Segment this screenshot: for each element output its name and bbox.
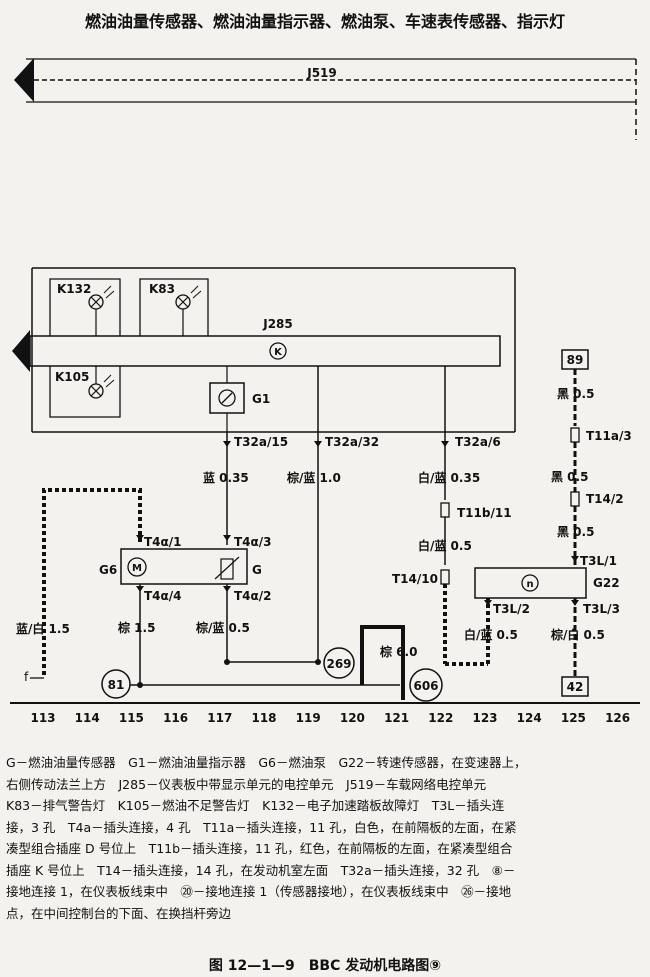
- g22-branch: 89 黑 0.5 T11a/3 黑 0.5 T14/2 黑 0.5 T3L/1 …: [464, 349, 632, 697]
- grid-number: 121: [384, 711, 409, 725]
- svg-text:棕 1.5: 棕 1.5: [117, 620, 155, 635]
- k83-label: K83: [149, 282, 175, 296]
- k132-label: K132: [57, 282, 91, 296]
- legend-line: 接地连接 1，在仪表板线束中 ⑳－接地连接 1（传感器接地），在仪表板线束中 ㉖…: [6, 884, 512, 899]
- g6-label: G6: [99, 563, 117, 577]
- terminal-89: 89: [567, 353, 584, 367]
- grid-number: 119: [296, 711, 321, 725]
- grid-number: 120: [340, 711, 365, 725]
- legend-line: 凑型组合插座 D 号位上 T11b－插头连接，11 孔，红色，在前隔板的左面，在…: [6, 841, 513, 856]
- svg-text:n: n: [526, 579, 533, 590]
- page-title: 燃油油量传感器、燃油油量指示器、燃油泵、车速表传感器、指示灯: [84, 12, 565, 31]
- svg-text:T14/2: T14/2: [586, 492, 624, 506]
- wire-t32a6: T32a/6 白/蓝 0.35 T11b/11 白/蓝 0.5 T14/10: [392, 366, 512, 666]
- svg-text:黑 0.5: 黑 0.5: [557, 525, 594, 539]
- svg-text:T3L/1: T3L/1: [580, 554, 617, 568]
- grid-number: 116: [163, 711, 188, 725]
- grid-number: 123: [472, 711, 497, 725]
- svg-text:T11a/3: T11a/3: [586, 429, 632, 443]
- ground-606: 606: [413, 679, 438, 693]
- svg-text:黑 0.5: 黑 0.5: [551, 470, 588, 484]
- ground-81: 81: [108, 678, 125, 692]
- k105-label: K105: [55, 370, 89, 384]
- legend: G－燃油油量传感器 G1－燃油油量指示器 G6－燃油泵 G22－转速传感器，在变…: [6, 752, 646, 924]
- svg-text:T32a/32: T32a/32: [325, 435, 379, 449]
- svg-text:棕/白 0.5: 棕/白 0.5: [550, 627, 605, 642]
- svg-text:M: M: [132, 563, 142, 574]
- svg-text:f: f: [24, 670, 29, 684]
- legend-line: 插座 K 号位上 T14－插头连接，14 孔，在发动机室左面 T32a－插头连接…: [6, 862, 516, 878]
- svg-text:T3L/2: T3L/2: [493, 602, 530, 616]
- j285-label: J285: [262, 317, 293, 331]
- svg-text:白/蓝 0.5: 白/蓝 0.5: [418, 538, 472, 553]
- svg-text:T4α/4: T4α/4: [144, 589, 182, 603]
- g1-gauge: G1: [209, 366, 270, 432]
- grid-number: 117: [207, 711, 232, 725]
- wire-t32a32: T32a/32 棕/蓝 1.0: [286, 366, 379, 662]
- svg-text:蓝/白 1.5: 蓝/白 1.5: [16, 621, 70, 636]
- fuel-pump-sender: G6 G M T4α/1 T4α/4 T4α/2 棕 1.5 棕/蓝 0.5: [99, 535, 318, 685]
- grid-number: 122: [428, 711, 453, 725]
- svg-text:棕 6.0: 棕 6.0: [379, 644, 417, 659]
- circuit-diagram: J519 J285 K K132 K83 K105: [10, 58, 640, 725]
- figure-caption: 图 12—1—9 BBC 发动机电路图⑨: [208, 958, 442, 974]
- wire-blue-white: 蓝/白 1.5 f: [16, 488, 142, 684]
- legend-line: 点，在中间控制台的下面、在换挡杆旁边: [6, 905, 232, 921]
- svg-text:T3L/3: T3L/3: [583, 602, 620, 616]
- grid-number: 113: [30, 711, 55, 725]
- g-label: G: [252, 563, 262, 577]
- grid-number: 118: [251, 711, 276, 725]
- grid-number: 115: [119, 711, 144, 725]
- g1-label: G1: [252, 392, 270, 406]
- grid-number: 126: [605, 711, 630, 725]
- svg-text:T11b/11: T11b/11: [457, 506, 512, 520]
- svg-text:T32a/15: T32a/15: [234, 435, 288, 449]
- k132-lamp: K132: [49, 278, 121, 336]
- j519-label: J519: [306, 66, 337, 80]
- svg-text:T4α/1: T4α/1: [144, 535, 182, 549]
- legend-line: 右侧传动法兰上方 J285－仪表板中带显示单元的电控单元 J519－车载网络电控…: [6, 776, 487, 792]
- svg-text:白/蓝 0.5: 白/蓝 0.5: [464, 627, 518, 642]
- terminal-42: 42: [567, 680, 584, 694]
- svg-text:蓝 0.35: 蓝 0.35: [203, 470, 249, 485]
- j519-bus: J519: [14, 58, 637, 140]
- svg-text:T14/10: T14/10: [392, 572, 438, 586]
- svg-text:黑 0.5: 黑 0.5: [557, 387, 594, 401]
- grid-number: 114: [75, 711, 100, 725]
- ground-269: 269: [326, 657, 351, 671]
- g22-label: G22: [593, 576, 620, 590]
- svg-text:棕/蓝 0.5: 棕/蓝 0.5: [195, 620, 250, 635]
- k83-lamp: K83: [139, 278, 209, 336]
- svg-text:T32a/6: T32a/6: [455, 435, 501, 449]
- grid-numbers: 113 114 115 116 117 118 119 120 121 122 123 124 125 1…: [10, 702, 640, 725]
- ground-bus: 81 269 棕 6.0 606: [101, 625, 443, 702]
- legend-line: G－燃油油量传感器 G1－燃油油量指示器 G6－燃油泵 G22－转速传感器，在变…: [6, 755, 527, 770]
- grid-number: 124: [517, 711, 542, 725]
- svg-text:棕/蓝 1.0: 棕/蓝 1.0: [286, 470, 341, 485]
- k105-lamp: K105: [49, 366, 121, 418]
- svg-text:白/蓝 0.35: 白/蓝 0.35: [418, 470, 480, 485]
- svg-text:T4α/2: T4α/2: [234, 589, 272, 603]
- legend-line: K83－排气警告灯 K105－燃油不足警告灯 K132－电子加速踏板故障灯 T3…: [6, 798, 505, 813]
- grid-number: 125: [561, 711, 586, 725]
- svg-text:T4α/3: T4α/3: [234, 535, 272, 549]
- wire-t32a15: T32a/15 蓝 0.35 T4α/3: [203, 432, 288, 549]
- j285-control-unit: J285 K: [12, 267, 516, 433]
- legend-line: 接，3 孔 T4a－插头连接，4 孔 T11a－插头连接，11 孔，白色，在前隔…: [6, 819, 517, 835]
- j285-symbol: K: [274, 347, 283, 358]
